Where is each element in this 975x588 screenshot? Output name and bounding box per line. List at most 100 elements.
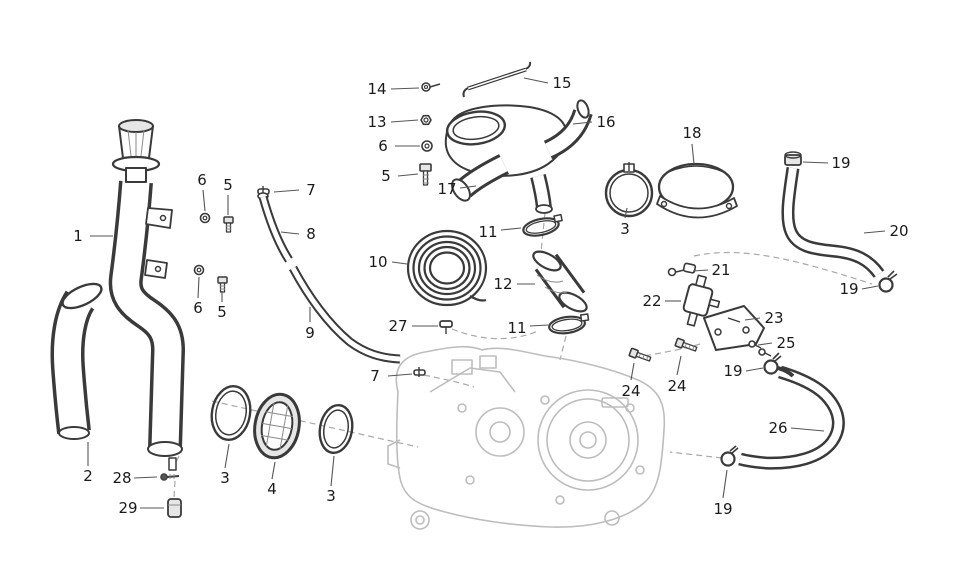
part-5-bolt-middle [419, 163, 432, 186]
part-19-clamp-middle [763, 352, 782, 375]
callout-label-22: 22 [642, 292, 661, 310]
engine-case [387, 345, 666, 530]
leader-line-25 [757, 342, 773, 346]
callout-label-18: 18 [682, 124, 701, 142]
leader-line-3 [224, 443, 230, 469]
callout-label-3: 3 [620, 220, 630, 238]
callout-label-16: 16 [596, 113, 615, 131]
leader-line-3 [330, 455, 335, 487]
airbox-body [444, 104, 568, 177]
callout-label-4: 4 [267, 480, 277, 498]
leader-line-20 [863, 230, 886, 234]
leader-line-19 [722, 469, 728, 499]
callout-label-19: 19 [713, 500, 732, 518]
part-19-clamp-right [878, 270, 898, 293]
part-13-nut [420, 114, 432, 126]
part-9-breather-hose-lower [289, 265, 401, 364]
leader-line-26 [790, 427, 825, 432]
callout-label-6: 6 [193, 299, 203, 317]
callout-label-17: 17 [437, 180, 456, 198]
leader-line-11 [529, 324, 549, 327]
leader-line-19 [861, 285, 879, 290]
callout-label-29: 29 [118, 499, 137, 517]
part-27-clip [439, 320, 453, 334]
part-6-washer-upper [199, 212, 211, 224]
part-16-duct [543, 99, 593, 160]
leader-line-16 [572, 121, 593, 125]
part-3-seal-ring-left [210, 385, 252, 441]
callout-label-15: 15 [552, 74, 571, 92]
part-20-drain-hose [781, 167, 885, 278]
part-2-intake-duct [50, 282, 103, 440]
part-26-vent-hose [738, 365, 845, 470]
callout-label-12: 12 [493, 275, 512, 293]
callout-label-28: 28 [112, 469, 131, 487]
leader-line-19 [802, 161, 829, 164]
callout-label-24: 24 [667, 377, 686, 395]
part-5-bolt-lower [217, 276, 228, 293]
leader-line-24 [630, 362, 635, 381]
callout-label-19: 19 [723, 362, 742, 380]
part-5-bolt-upper [223, 216, 234, 233]
airbox-outlet [530, 174, 553, 214]
callout-label-13: 13 [367, 113, 386, 131]
callout-label-19: 19 [839, 280, 858, 298]
part-21-fitting [667, 262, 697, 277]
leader-line-6 [202, 189, 206, 212]
callout-label-5: 5 [223, 176, 233, 194]
part-6-washer-lower [193, 264, 205, 276]
leader-line-28 [133, 476, 158, 479]
leader-line-24 [676, 355, 682, 376]
callout-label-3: 3 [326, 487, 336, 505]
part-15-retainer-rod [462, 61, 532, 98]
callout-label-9: 9 [305, 324, 315, 342]
part-23-bracket [703, 305, 765, 351]
callout-label-24: 24 [621, 382, 640, 400]
callout-label-25: 25 [776, 334, 795, 352]
leader-line-19 [745, 367, 764, 372]
callout-label-6: 6 [197, 171, 207, 189]
callout-label-23: 23 [764, 309, 783, 327]
leader-line-15 [523, 77, 549, 84]
callout-label-26: 26 [768, 419, 787, 437]
callout-label-19: 19 [831, 154, 850, 172]
leader-line-21 [692, 269, 709, 272]
leader-line-13 [390, 119, 419, 123]
leader-line-14 [390, 87, 420, 90]
leader-line-7 [387, 373, 413, 377]
part-8-breather-hose-upper [257, 192, 293, 263]
leader-line-23 [744, 317, 761, 321]
leader-line-10 [391, 261, 408, 265]
part-7-clip-lower [413, 367, 426, 377]
callout-label-27: 27 [388, 317, 407, 335]
callout-label-1: 1 [73, 227, 83, 245]
part-10-spring-coil [406, 229, 488, 307]
leader-line-6 [197, 276, 200, 299]
callout-label-2: 2 [83, 467, 93, 485]
part-22-valve [682, 274, 721, 327]
part-17-duct [451, 154, 509, 202]
part-3-seal-ring-right [318, 404, 354, 454]
part-24-bolt-right [674, 337, 698, 352]
callout-label-3: 3 [220, 469, 230, 487]
part-29-drain-plug [167, 498, 182, 518]
part-14-pin-bolt [421, 82, 441, 92]
part-4-air-filter [253, 392, 301, 460]
callout-label-7: 7 [306, 181, 316, 199]
callout-label-21: 21 [711, 261, 730, 279]
part-24-bolt-left [628, 347, 652, 362]
callout-label-10: 10 [368, 253, 387, 271]
part-12-intake-boot [532, 250, 588, 313]
callout-label-8: 8 [306, 225, 316, 243]
leader-line-17 [459, 185, 477, 189]
callout-label-20: 20 [889, 222, 908, 240]
leader-line-5 [397, 173, 419, 177]
part-28-drain-screw [160, 473, 180, 481]
part-3-clamp-ring-middle [604, 162, 654, 218]
part-18-cover [656, 162, 738, 219]
callout-label-5: 5 [217, 303, 227, 321]
leader-line-3 [624, 207, 628, 219]
callout-label-11: 11 [478, 223, 497, 241]
